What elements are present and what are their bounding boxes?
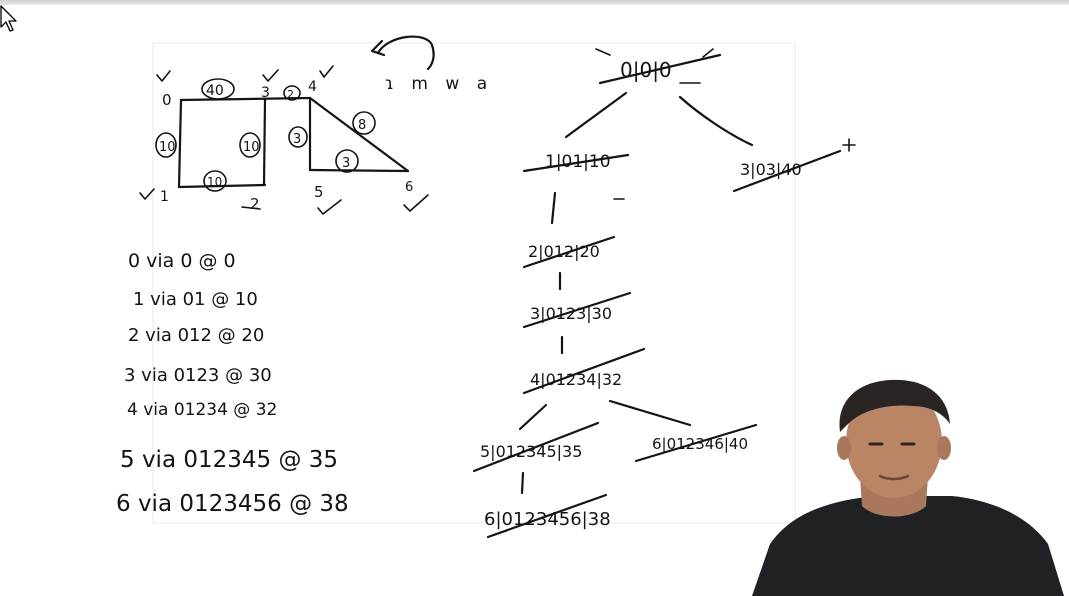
check-mark xyxy=(139,188,155,200)
tree-node: 6|0123456|38 xyxy=(484,509,611,530)
edge-0-3 xyxy=(179,96,312,102)
strike-line xyxy=(522,235,616,269)
tick xyxy=(702,48,714,58)
top-note: ɿ m w a xyxy=(385,74,493,94)
check-mark xyxy=(317,199,342,215)
path-line: 4 via 01234 @ 32 xyxy=(127,400,277,420)
whiteboard-drawing: 40 10 10 10 3 8 3 2 0 1 2 3 4 5 6 xyxy=(116,35,856,539)
edge-4-5 xyxy=(308,168,410,173)
vertex-label: 4 xyxy=(308,79,317,95)
curved-arrow xyxy=(376,35,435,71)
check-mark xyxy=(403,194,429,212)
tree-edge xyxy=(550,191,557,225)
mouse-cursor-icon xyxy=(0,5,17,32)
presenter-webcam xyxy=(752,372,1069,596)
strike-line xyxy=(732,149,842,193)
path-line: 3 via 0123 @ 30 xyxy=(124,365,272,386)
path-line: 2 via 012 @ 20 xyxy=(128,325,264,346)
weight-circle xyxy=(239,132,261,158)
edge-weight: 40 xyxy=(206,83,224,99)
tree-edge xyxy=(678,95,754,147)
weight-circle xyxy=(335,149,359,173)
strike-line xyxy=(522,291,632,329)
strike-line xyxy=(522,153,630,173)
check-mark xyxy=(319,65,334,78)
edge-0-1 xyxy=(177,98,183,189)
weight-circle xyxy=(155,132,177,158)
tree-node: 3|03|40 xyxy=(740,160,802,179)
vertex-label: 6 xyxy=(405,180,413,195)
path-line: 6 via 0123456 @ 38 xyxy=(116,491,349,517)
edge-weight: 2 xyxy=(287,88,294,101)
edge-1-2 xyxy=(177,183,267,189)
tree-node: 4|01234|32 xyxy=(530,370,622,389)
edge-weight: 3 xyxy=(293,132,301,147)
strike-line xyxy=(472,421,600,473)
arrow-head xyxy=(370,39,386,57)
shortest-path-list: 0 via 0 @ 0 1 via 01 @ 10 2 via 012 @ 20… xyxy=(116,250,349,517)
weight-circle xyxy=(288,126,308,148)
tree-edge xyxy=(518,403,548,431)
edge-weight: 8 xyxy=(358,118,366,133)
edge-3-2 xyxy=(262,98,267,187)
vertex-label: 0 xyxy=(162,91,172,109)
window-top-edge xyxy=(0,0,1069,5)
tree-node: 6|012346|40 xyxy=(652,435,748,453)
edge-weight: 3 xyxy=(342,156,350,171)
path-line: 5 via 012345 @ 35 xyxy=(120,447,338,473)
weight-circle xyxy=(203,170,227,192)
vertex-label: 5 xyxy=(314,183,324,201)
page-border xyxy=(152,42,796,524)
check-mark xyxy=(156,70,171,82)
tree-node: 5|012345|35 xyxy=(480,442,582,461)
path-line: 1 via 01 @ 10 xyxy=(133,289,258,310)
tree-edge xyxy=(564,91,628,139)
weight-circle xyxy=(352,111,376,135)
tree-root: 0|0|0 xyxy=(620,58,672,82)
weight-circle xyxy=(201,78,235,100)
presenter-avatar-icon xyxy=(752,379,1064,596)
edge-weight: 10 xyxy=(243,140,260,155)
check-mark xyxy=(262,69,279,82)
check-mark xyxy=(241,206,261,210)
strike-line xyxy=(486,493,608,539)
strike-line xyxy=(634,423,758,463)
edge-weight: 10 xyxy=(207,175,222,189)
tree-edge xyxy=(520,471,525,495)
strike-line xyxy=(522,347,646,395)
vertex-label: 2 xyxy=(250,195,260,213)
strike-line xyxy=(598,53,722,85)
tree-edge xyxy=(608,399,692,427)
path-line: 0 via 0 @ 0 xyxy=(128,250,236,272)
vertex-label: 1 xyxy=(160,189,169,205)
bfs-tree: 0|0|0 1|01|10 3|03|40 2|012|20 3|0123|30 xyxy=(472,48,856,539)
tick xyxy=(595,48,611,56)
vertex-label: 3 xyxy=(261,85,270,101)
edge-4-6 xyxy=(308,96,410,173)
weight-circle xyxy=(283,85,301,101)
graph-diagram: 40 10 10 10 3 8 3 2 0 1 2 3 4 5 6 xyxy=(139,35,493,215)
edge-weight: 10 xyxy=(159,140,176,155)
plus-mark xyxy=(842,138,856,152)
whiteboard-canvas[interactable]: 40 10 10 10 3 8 3 2 0 1 2 3 4 5 6 xyxy=(0,5,1069,596)
